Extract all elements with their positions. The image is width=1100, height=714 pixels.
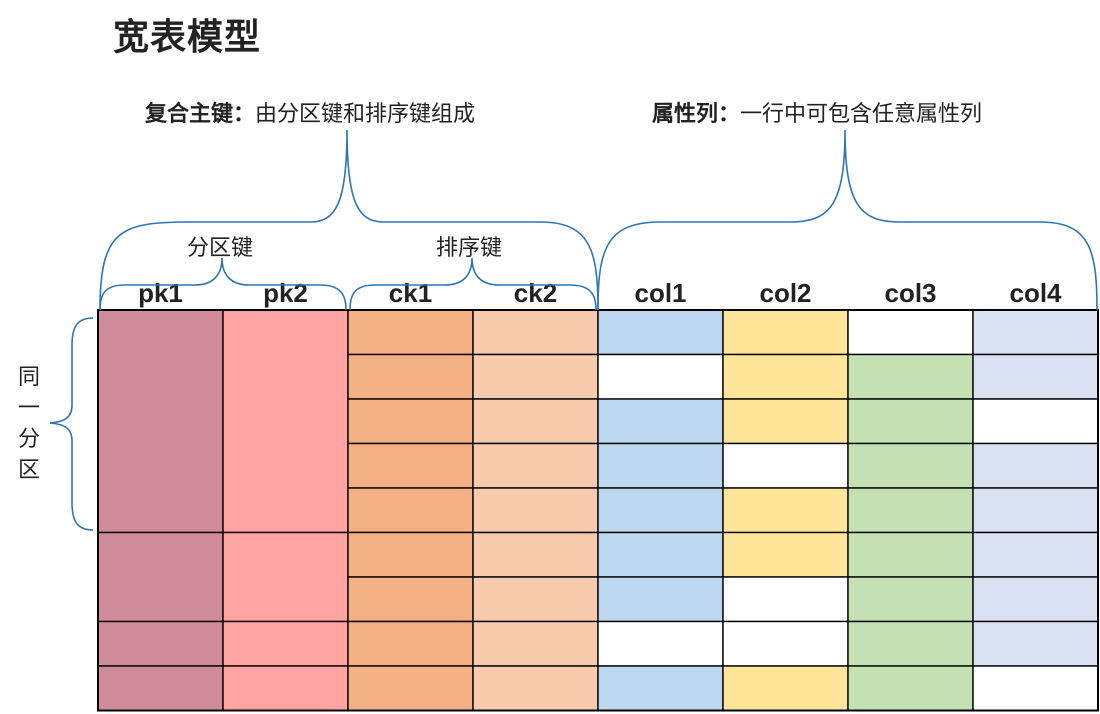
- partition-key-cell-pk2: [222, 620, 349, 667]
- empty-cell: [847, 309, 974, 356]
- attribute-cell-col3: [847, 398, 974, 445]
- same-partition-char: 分: [17, 427, 40, 452]
- attribute-cell-col3: [847, 531, 974, 578]
- attribute-cell-col4: [972, 531, 1099, 578]
- attribute-cell-col4: [972, 442, 1099, 489]
- attribute-cell-col4: [972, 353, 1099, 400]
- column-header-col1: col1: [634, 278, 687, 308]
- sort-key-cell-ck2: [472, 487, 599, 534]
- attribute-cols-term: 属性列：: [652, 102, 741, 127]
- column-header-pk2: pk2: [263, 278, 308, 308]
- sort-key-cell-ck1: [347, 442, 474, 489]
- sort-key-cell-ck2: [472, 442, 599, 489]
- partition-key-cell-pk2: [222, 665, 349, 712]
- attribute-cell-col2: [722, 398, 849, 445]
- attribute-cols-note: 属性列：一行中可包含任意属性列: [652, 96, 982, 128]
- composite-key-desc: 由分区键和排序键组成: [255, 102, 476, 127]
- brackets: [49, 129, 1098, 531]
- sort-key-brace: [349, 257, 597, 311]
- composite-key-note: 复合主键：由分区键和排序键组成: [145, 96, 475, 128]
- empty-cell: [597, 620, 724, 667]
- attribute-cell-col1: [597, 487, 724, 534]
- empty-cell: [722, 620, 849, 667]
- partition-key-cell-pk2: [222, 309, 349, 534]
- page-title: 宽表模型: [113, 17, 262, 58]
- sort-key-cell-ck2: [472, 353, 599, 400]
- attribute-cell-col2: [722, 353, 849, 400]
- attribute-cell-col1: [597, 309, 724, 356]
- sort-key-cell-ck2: [472, 665, 599, 712]
- column-header-ck1: ck1: [388, 278, 433, 308]
- empty-cell: [597, 353, 724, 400]
- partition-key-cell-pk1: [97, 309, 224, 534]
- composite-key-brace: [99, 129, 599, 311]
- same-partition-char: 同: [17, 365, 40, 390]
- sort-key-cell-ck1: [347, 665, 474, 712]
- column-header-col3: col3: [884, 278, 937, 308]
- attribute-cell-col2: [722, 531, 849, 578]
- empty-cell: [972, 665, 1099, 712]
- attribute-cell-col3: [847, 576, 974, 623]
- column-header-col2: col2: [759, 278, 812, 308]
- sort-key-cell-ck2: [472, 398, 599, 445]
- table-cells: [97, 309, 1099, 712]
- partition-key-brace: [99, 257, 347, 311]
- attribute-cell-col4: [972, 487, 1099, 534]
- attribute-cell-col4: [972, 620, 1099, 667]
- partition-key-cell-pk1: [97, 620, 224, 667]
- empty-cell: [972, 398, 1099, 445]
- empty-cell: [722, 576, 849, 623]
- sort-key-cell-ck1: [347, 576, 474, 623]
- same-partition-char: 一: [17, 396, 40, 421]
- attribute-cols-brace: [597, 129, 1098, 311]
- sort-key-cell-ck1: [347, 309, 474, 356]
- sort-key-cell-ck1: [347, 620, 474, 667]
- attribute-cell-col3: [847, 620, 974, 667]
- sort-key-cell-ck1: [347, 398, 474, 445]
- column-header-ck2: ck2: [513, 278, 558, 308]
- composite-key-term: 复合主键：: [145, 102, 256, 127]
- sort-key-cell-ck1: [347, 353, 474, 400]
- attribute-cell-col1: [597, 398, 724, 445]
- column-header-col4: col4: [1009, 278, 1062, 308]
- attribute-cell-col2: [722, 665, 849, 712]
- attribute-cell-col3: [847, 665, 974, 712]
- same-partition-brace: [49, 317, 94, 531]
- sort-key-cell-ck2: [472, 576, 599, 623]
- column-header-pk1: pk1: [138, 278, 183, 308]
- sort-key-cell-ck2: [472, 620, 599, 667]
- partition-key-cell-pk1: [97, 531, 224, 623]
- attribute-cell-col1: [597, 442, 724, 489]
- attribute-cell-col3: [847, 487, 974, 534]
- sort-key-cell-ck2: [472, 531, 599, 578]
- partition-key-cell-pk2: [222, 531, 349, 623]
- sort-key-cell-ck1: [347, 531, 474, 578]
- attribute-cell-col2: [722, 309, 849, 356]
- attribute-cell-col2: [722, 487, 849, 534]
- partition-key-cell-pk1: [97, 665, 224, 712]
- attribute-cell-col4: [972, 309, 1099, 356]
- same-partition-label: 同 一 分 区: [15, 362, 43, 486]
- attribute-cell-col1: [597, 531, 724, 578]
- sort-key-label: 排序键: [436, 236, 503, 261]
- partition-key-label: 分区键: [187, 236, 254, 261]
- attribute-cols-desc: 一行中可包含任意属性列: [740, 102, 983, 127]
- same-partition-char: 区: [17, 458, 40, 483]
- attribute-cell-col4: [972, 576, 1099, 623]
- attribute-cell-col3: [847, 442, 974, 489]
- attribute-cell-col1: [597, 576, 724, 623]
- sort-key-cell-ck1: [347, 487, 474, 534]
- attribute-cell-col1: [597, 665, 724, 712]
- empty-cell: [722, 442, 849, 489]
- attribute-cell-col3: [847, 353, 974, 400]
- sort-key-cell-ck2: [472, 309, 599, 356]
